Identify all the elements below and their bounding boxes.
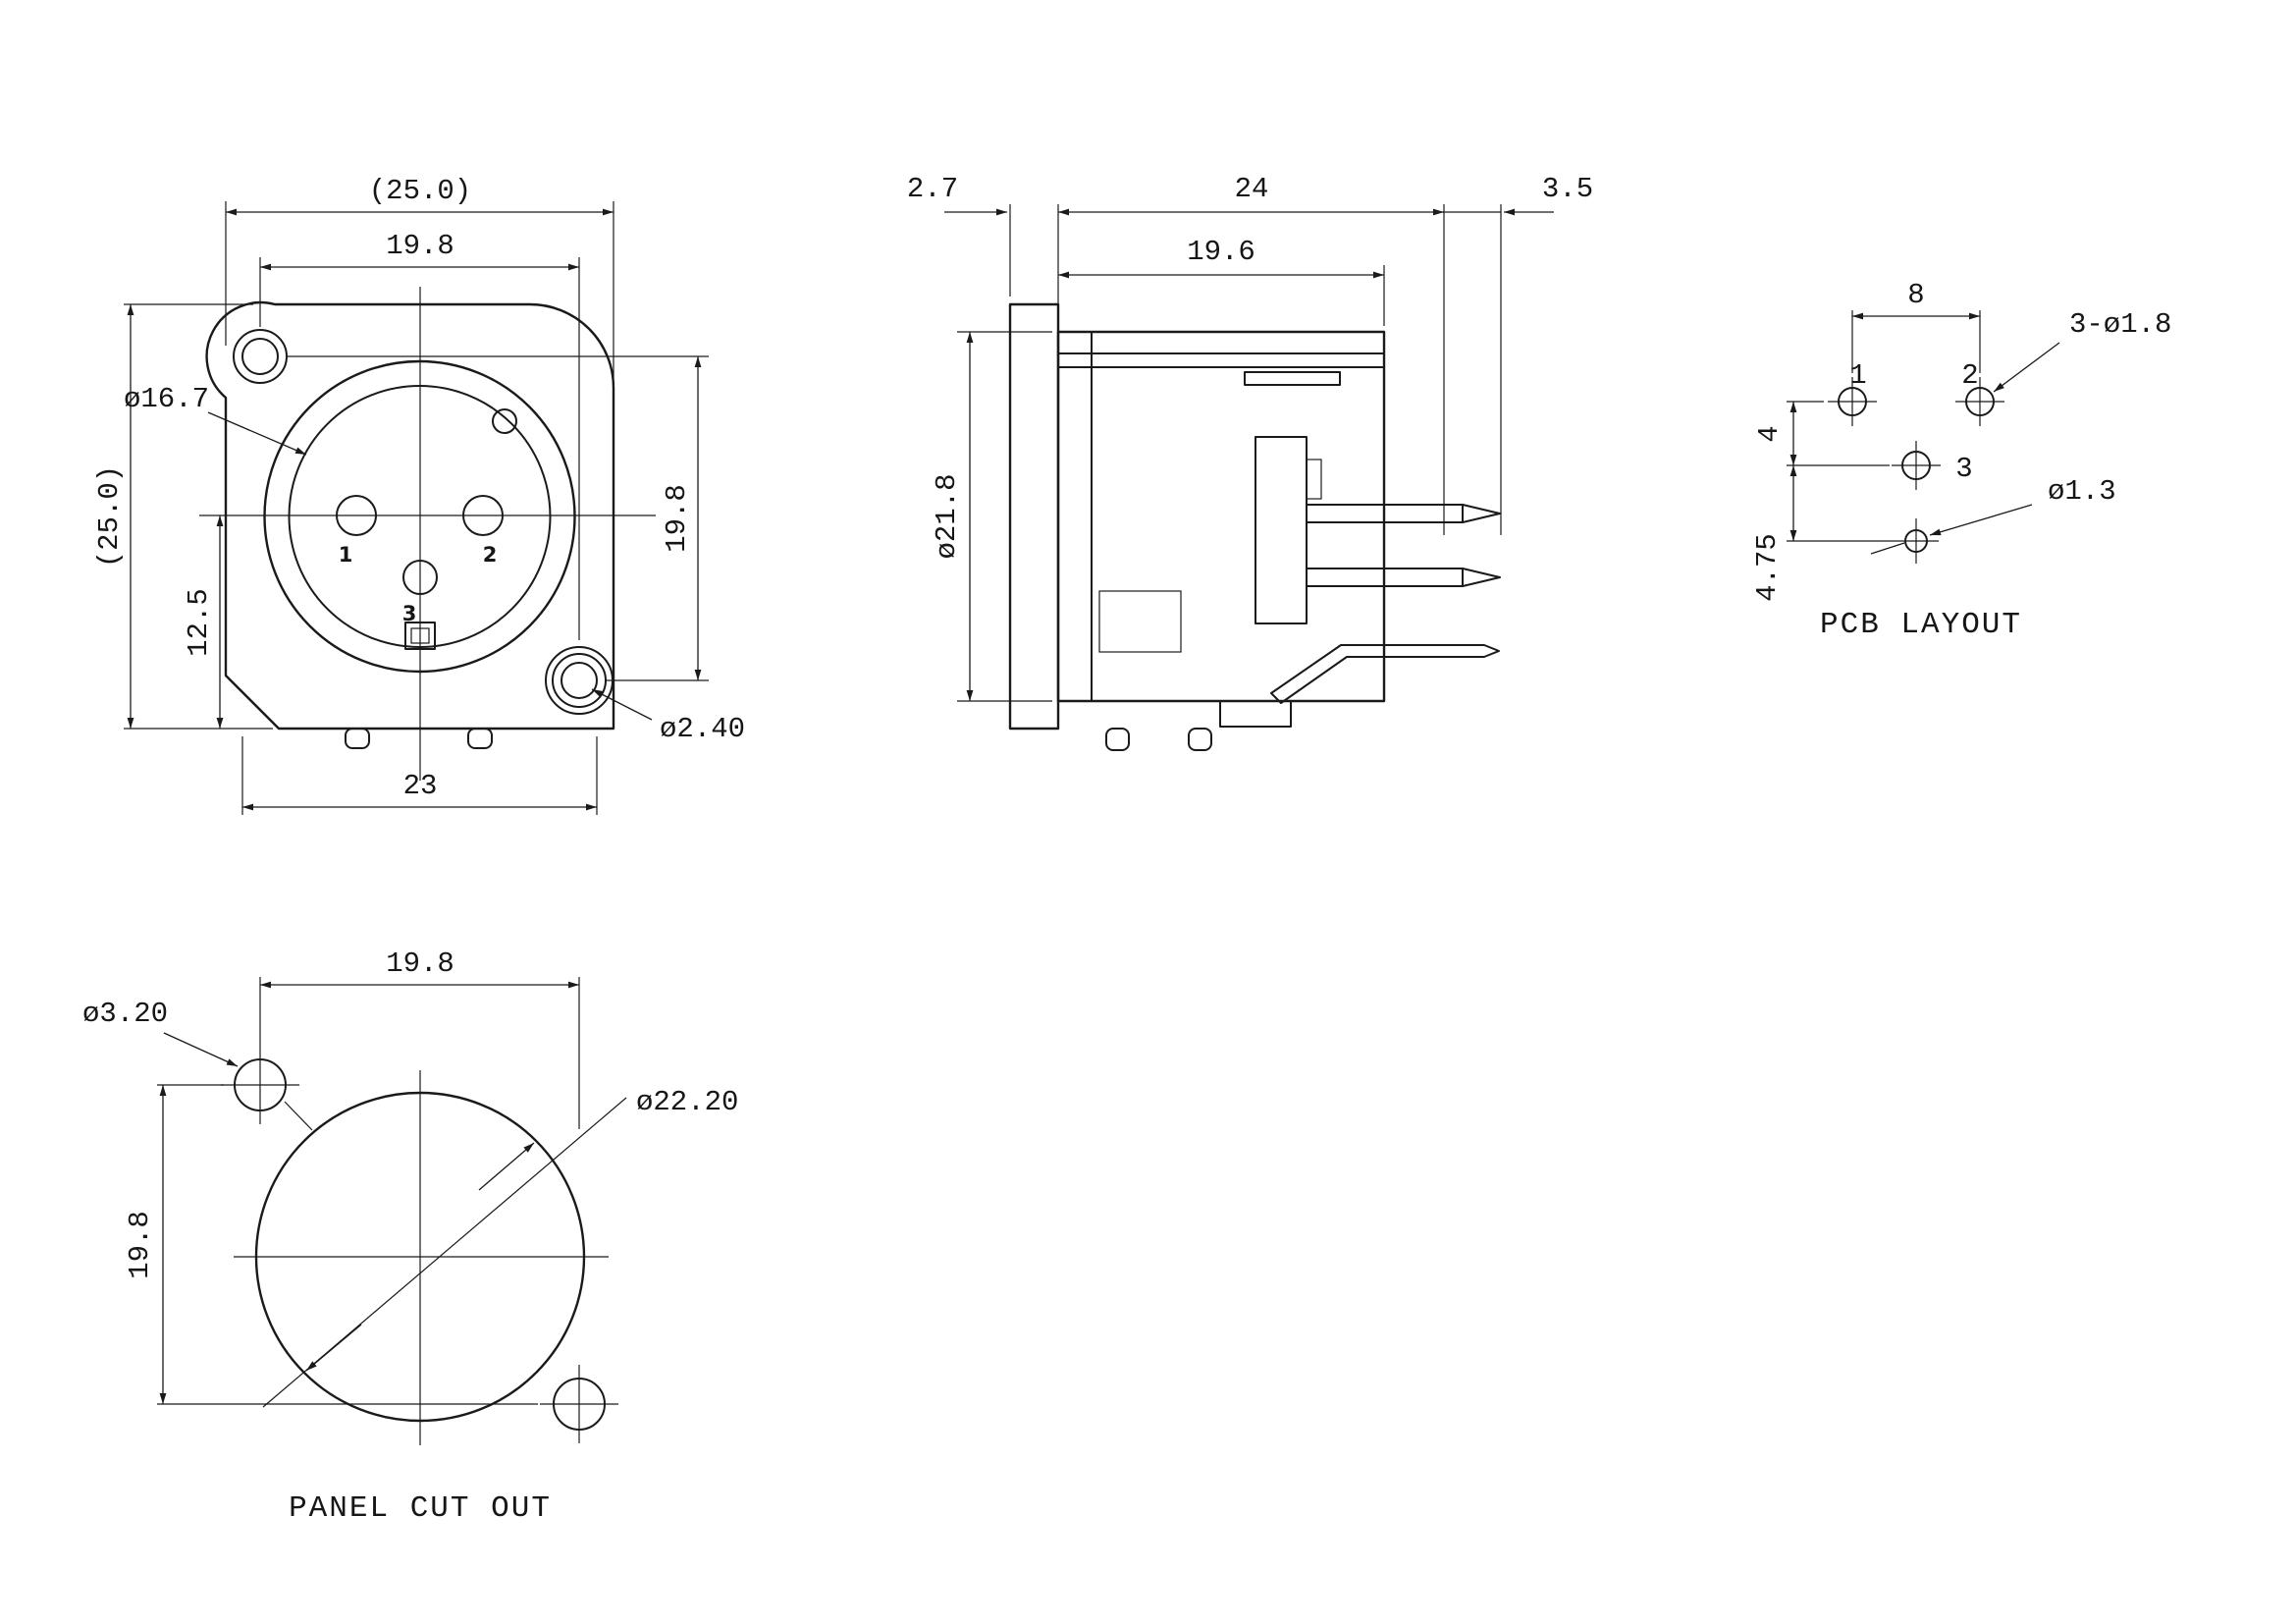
leader-insert-dia <box>207 411 307 456</box>
top-contact-strip <box>1244 371 1341 386</box>
dim-text-tip-length: 3.5 <box>1542 173 1593 205</box>
dim-text-insert-dia: ø16.7 <box>124 383 209 415</box>
dim-text-pad-pitch-h: 8 <box>1907 279 1924 311</box>
dim-text-bottom-width: 23 <box>403 770 438 802</box>
leader-pad-dia <box>1993 342 2060 393</box>
mounting-foot-right <box>467 728 493 749</box>
flange-side-profile <box>1008 302 1060 731</box>
pcb-pin-2-label: 2 <box>1961 359 1978 392</box>
dim-text-housing-length: 19.6 <box>1187 236 1255 268</box>
mounting-foot-left <box>345 728 370 749</box>
dim-text-flange-thickness: 2.7 <box>907 173 958 205</box>
polarizing-notch <box>492 408 517 434</box>
dim-text-panel-mount-hole: ø3.20 <box>82 998 168 1030</box>
dim-text-locating-hole-dia: ø1.3 <box>2048 475 2116 508</box>
front-view: (25.0) 19.8 ø16.7 (25.0) 12.5 19.8 23 ø2… <box>93 175 745 815</box>
dim-text-pad-pitch-v1: 4 <box>1753 425 1786 442</box>
lower-insert-block <box>1098 590 1182 653</box>
dim-text-cutout-dia: ø22.20 <box>636 1086 738 1118</box>
dim-text-panel-pitch-v: 19.8 <box>124 1211 156 1279</box>
pcb-pad-crosshairs <box>1828 377 2004 564</box>
pin-1-label: 1 <box>339 543 353 567</box>
pin-3-label: 3 <box>402 602 417 625</box>
flange-hole-topleft-inner <box>241 338 279 375</box>
pcb-pin-1-label: 1 <box>1849 359 1866 392</box>
terminal-block <box>1255 436 1308 624</box>
dim-text-body-length: 24 <box>1235 173 1269 205</box>
panel-cutout-view: 19.8 ø3.20 ø22.20 19.8 PANEL CUT OUT <box>82 947 738 1526</box>
panel-center-lines <box>221 1046 618 1445</box>
cutout-dia-arrow-upper <box>478 1142 535 1191</box>
solder-pin-middle-tip <box>1462 568 1501 587</box>
dim-text-overall-height: (25.0) <box>93 465 126 568</box>
pcb-extension-lines <box>1787 310 1981 555</box>
solder-pin-bottom-angled <box>1270 644 1500 704</box>
flange-boss-bottomright <box>545 646 614 715</box>
dim-text-panel-pitch-h: 19.8 <box>386 947 454 980</box>
side-extension-lines <box>957 204 1502 702</box>
dim-text-body-dia: ø21.8 <box>931 473 963 559</box>
solder-pin-top-tip <box>1462 504 1501 523</box>
dim-text-hole-pitch-h: 19.8 <box>386 230 454 262</box>
dim-text-mount-hole-dia: ø2.40 <box>660 713 745 745</box>
dim-text-pad-pitch-v2: 4.75 <box>1751 533 1784 602</box>
pcb-pin-3-label: 3 <box>1955 453 1972 485</box>
pin-2-label: 2 <box>483 543 498 567</box>
dim-text-overall-width: (25.0) <box>369 175 471 207</box>
pcb-layout-view: 1 2 3 8 3-ø1.8 4 4.75 ø1.3 PCB LAYOUT <box>1751 279 2171 642</box>
body-side-profile <box>1056 330 1386 703</box>
side-foot-right <box>1188 728 1212 751</box>
dim-text-pad-dia: 3-ø1.8 <box>2069 308 2171 341</box>
pcb-layout-title: PCB LAYOUT <box>1820 608 2022 642</box>
front-extension-lines <box>124 201 709 815</box>
terminal-block-step <box>1306 459 1322 500</box>
panel-cutout-title: PANEL CUT OUT <box>289 1491 552 1526</box>
body-internal-lines <box>1058 332 1384 701</box>
leader-locating-hole-dia <box>1929 504 2033 536</box>
leader-mount-hole-dia <box>591 688 653 721</box>
connector-body-outline <box>205 300 615 731</box>
cutout-dia-arrow-lower <box>305 1324 362 1372</box>
side-view: 2.7 24 3.5 19.6 ø21.8 <box>907 173 1593 751</box>
dim-text-center-to-bottom: 12.5 <box>183 588 215 657</box>
dim-text-hole-pitch-v: 19.8 <box>661 484 693 553</box>
leader-panel-mount-hole <box>163 1032 239 1067</box>
side-foot-left <box>1105 728 1130 751</box>
panel-extension-lines <box>157 977 580 1405</box>
flange-hole-bottomright-inner <box>561 662 598 699</box>
bottom-tab-block <box>1219 700 1292 728</box>
